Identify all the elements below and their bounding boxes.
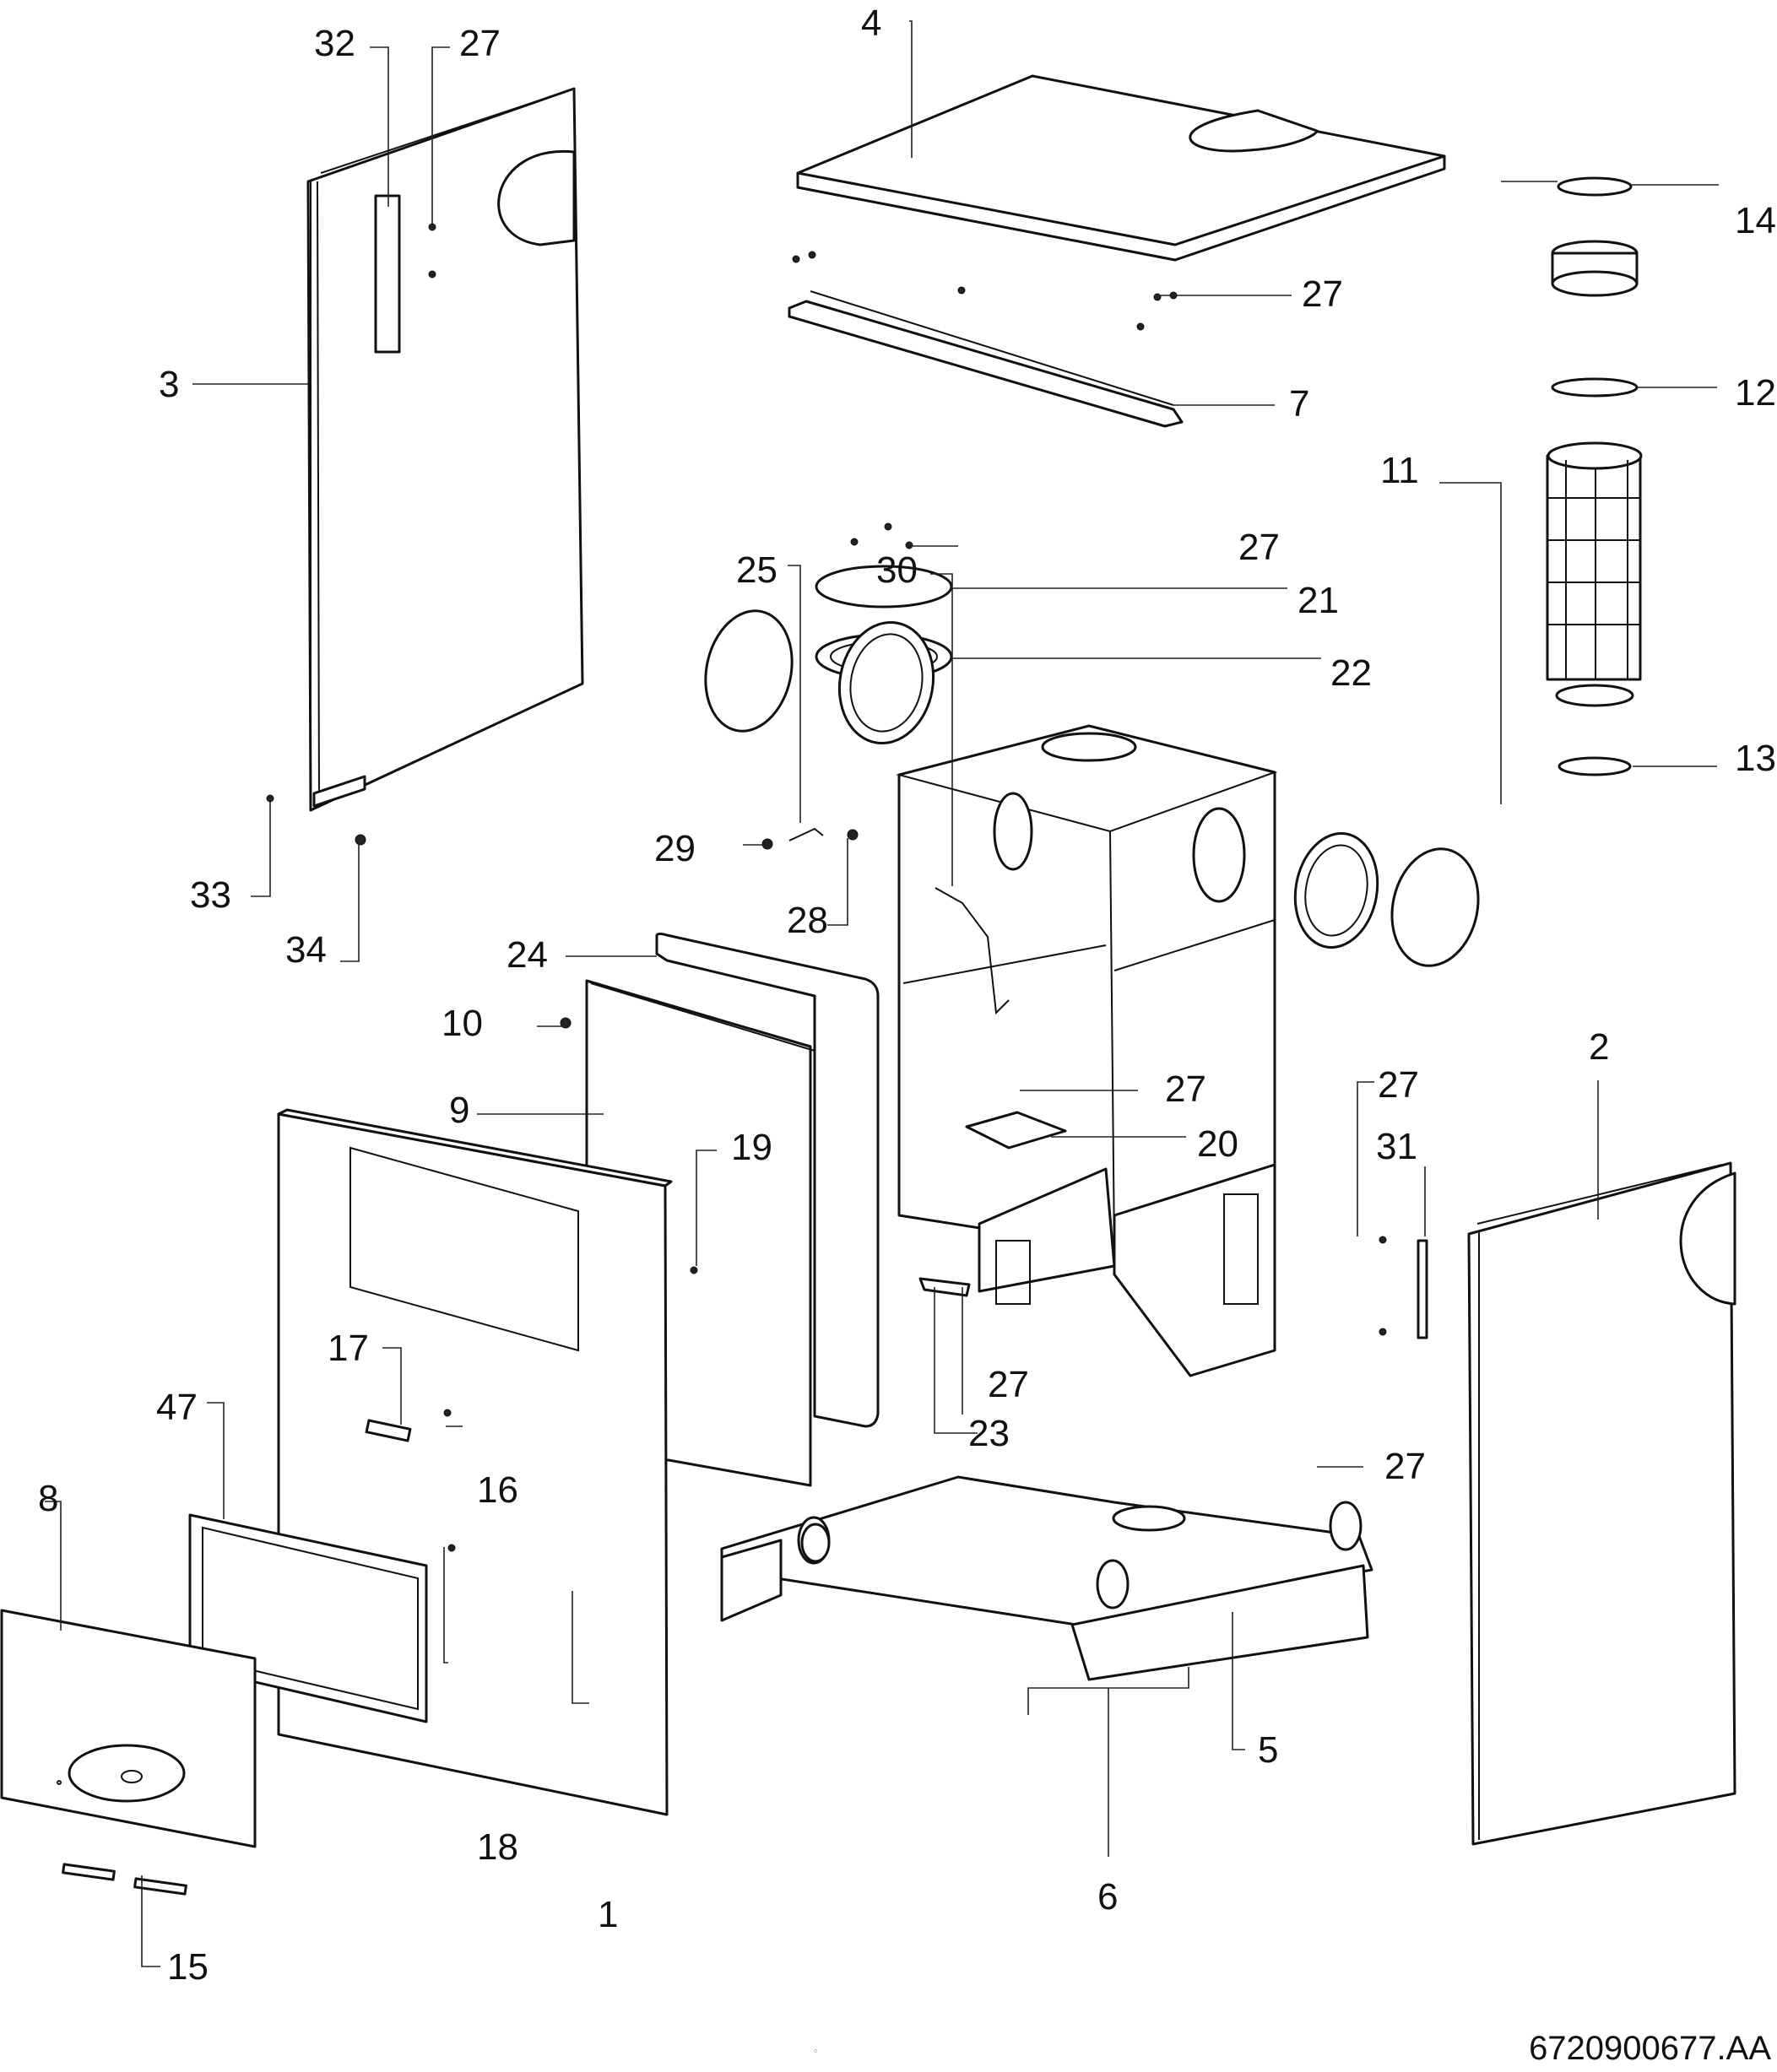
callout-27: 27: [1384, 1446, 1426, 1487]
castor-set-6: [797, 1501, 1363, 1609]
leader-lines: [45, 20, 1719, 1967]
callout-labels: 32 27 3 33 34 4 27 7 11 14 12 13 27 21 2…: [38, 3, 1776, 1988]
top-cover: [796, 74, 1446, 262]
callout-4: 4: [861, 3, 881, 44]
callout-3: 3: [159, 364, 179, 405]
callout-32: 32: [314, 23, 355, 64]
screws-27-upper: [850, 522, 913, 549]
callout-30: 30: [876, 549, 918, 591]
callout-16: 16: [477, 1469, 518, 1511]
cover-plate-21: [815, 565, 953, 609]
callout-34: 34: [285, 929, 327, 971]
callout-29: 29: [654, 828, 696, 869]
hinge-strip-31: [1417, 1239, 1428, 1339]
flue-adapter-kit: [1546, 176, 1643, 776]
callout-6: 6: [1097, 1876, 1118, 1918]
callout-14: 14: [1735, 200, 1776, 241]
callout-9: 9: [449, 1090, 469, 1131]
pin-16: [443, 1409, 452, 1417]
callout-8: 8: [38, 1478, 58, 1519]
right-gasket-ring: [1293, 832, 1379, 949]
callout-27: 27: [459, 23, 501, 64]
side-cover-plate: [704, 609, 794, 733]
callout-20: 20: [1197, 1123, 1238, 1165]
front-panel-1: [277, 1108, 673, 1816]
callout-31: 31: [1376, 1126, 1417, 1167]
callout-11: 11: [1380, 450, 1419, 491]
callout-27: 27: [1302, 273, 1343, 315]
callout-13: 13: [1735, 738, 1776, 779]
callout-33: 33: [190, 874, 231, 916]
clip-25: [788, 827, 824, 841]
callout-27: 27: [1378, 1064, 1419, 1106]
screws-27-top: [792, 251, 1178, 331]
callout-28: 28: [787, 900, 828, 941]
callout-7: 7: [1289, 383, 1309, 425]
fastener-10: [560, 1017, 572, 1029]
callout-24: 24: [507, 934, 548, 976]
right-cover-plate: [1390, 847, 1480, 967]
fastener-34: [355, 834, 366, 846]
callout-23: 23: [968, 1413, 1010, 1454]
callout-5: 5: [1258, 1729, 1278, 1771]
callout-25: 25: [736, 549, 777, 591]
left-side-panel: [306, 87, 584, 812]
base-frame-5: [720, 1475, 1373, 1681]
bracket-23: [918, 1277, 971, 1297]
top-rail: [788, 290, 1184, 428]
callout-27: 27: [1165, 1068, 1206, 1110]
grommet-29: [761, 838, 773, 850]
callout-22: 22: [1330, 652, 1372, 694]
callout-18: 18: [477, 1826, 518, 1868]
nut-28: [847, 829, 859, 841]
callout-2: 2: [1589, 1026, 1609, 1068]
hinge-pins-15: [62, 1863, 187, 1896]
callout-10: 10: [442, 1003, 483, 1044]
callout-19: 19: [731, 1127, 772, 1168]
right-side-panel-2: [1467, 1161, 1736, 1846]
side-gasket-ring: [837, 620, 935, 745]
callout-47: 47: [156, 1387, 198, 1428]
control-cover-8: [0, 1609, 257, 1848]
pin-19: [690, 1266, 698, 1274]
callout-12: 12: [1735, 372, 1776, 414]
callout-27: 27: [1238, 527, 1280, 568]
callout-1: 1: [598, 1894, 618, 1935]
callout-17: 17: [328, 1328, 369, 1369]
main-housing: [896, 724, 1278, 1377]
door-seal-24: [655, 933, 880, 1428]
callout-21: 21: [1298, 580, 1339, 621]
fastener-18: [447, 1544, 456, 1552]
callout-27: 27: [988, 1364, 1029, 1405]
screws-27-right: [1379, 1236, 1387, 1336]
callout-15: 15: [167, 1946, 209, 1988]
document-id: 6720900677.AA: [1529, 2030, 1771, 2067]
screw-33: [266, 794, 274, 803]
